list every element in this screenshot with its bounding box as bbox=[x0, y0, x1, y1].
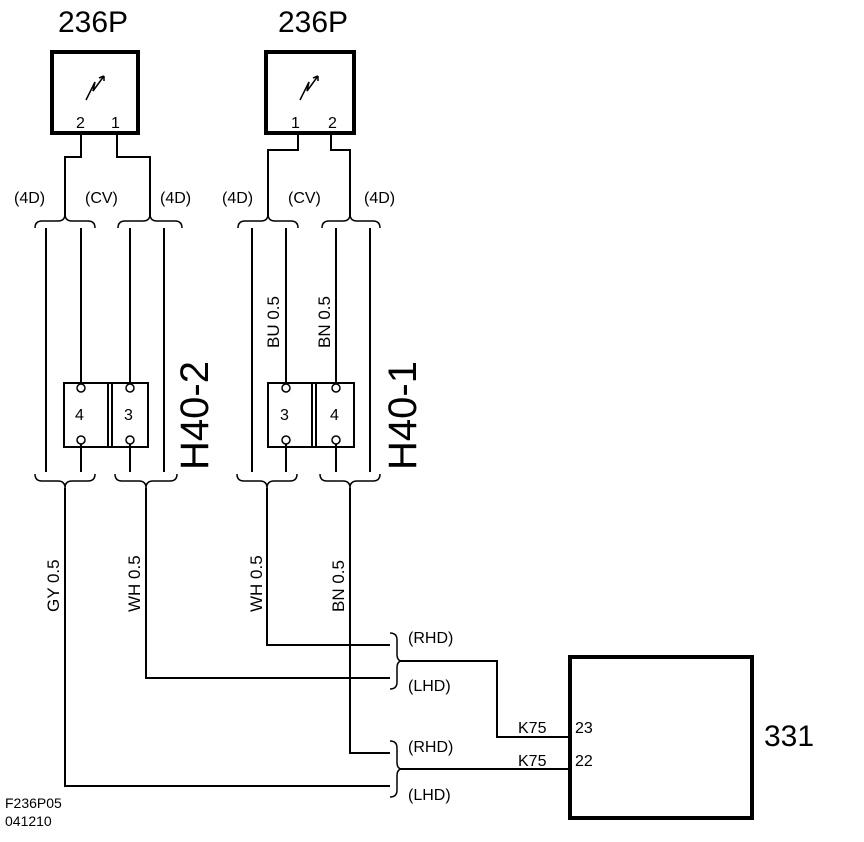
figure-code: F236P05 bbox=[5, 795, 62, 811]
connector-h40-1-pin-a: 3 bbox=[280, 407, 289, 424]
connector-h40-1 bbox=[267, 382, 355, 448]
connector-h40-2 bbox=[63, 382, 149, 448]
option-rhd-label: (RHD) bbox=[408, 739, 453, 756]
unit-pin-label: 22 bbox=[575, 753, 593, 770]
sensor-left-pin-b: 1 bbox=[111, 115, 120, 132]
lightning-icon bbox=[85, 75, 105, 101]
sensor-right-pin-a: 1 bbox=[291, 115, 300, 132]
unit-pin-label: 23 bbox=[575, 720, 593, 737]
wire-label-bu: BU 0.5 bbox=[264, 296, 283, 348]
variant-4d-label: (4D) bbox=[222, 190, 253, 207]
circuit-label: K75 bbox=[518, 720, 547, 737]
wire-label-bn-upper: BN 0.5 bbox=[315, 296, 334, 348]
wire-label-wh-right: WH 0.5 bbox=[247, 555, 266, 612]
sensor-left-box bbox=[50, 50, 140, 135]
harness-wires bbox=[45, 228, 371, 472]
variant-4d-label: (4D) bbox=[364, 190, 395, 207]
control-unit-label: 331 bbox=[764, 720, 814, 753]
sensor-left-label: 236P bbox=[58, 6, 128, 39]
wire-label-bn-lower: BN 0.5 bbox=[329, 560, 348, 612]
upper-braces bbox=[34, 213, 381, 229]
connector-h40-2-label: H40-2 bbox=[173, 361, 217, 470]
connector-h40-2-pin-a: 4 bbox=[75, 407, 84, 424]
wire-label-wh-left: WH 0.5 bbox=[125, 555, 144, 612]
connector-h40-2-pin-b: 3 bbox=[124, 407, 133, 424]
wire-label-gy: GY 0.5 bbox=[44, 559, 63, 612]
option-rhd-label: (RHD) bbox=[408, 630, 453, 647]
control-unit-box bbox=[568, 655, 754, 820]
option-brackets bbox=[389, 632, 403, 798]
variant-4d-label: (4D) bbox=[14, 190, 45, 207]
variant-cv-label: (CV) bbox=[85, 190, 118, 207]
connector-h40-1-pin-b: 4 bbox=[330, 407, 339, 424]
variant-cv-label: (CV) bbox=[288, 190, 321, 207]
figure-date: 041210 bbox=[5, 813, 52, 829]
sensor-right-pin-b: 2 bbox=[328, 115, 337, 132]
sensor-leads bbox=[64, 133, 351, 216]
variant-4d-label: (4D) bbox=[160, 190, 191, 207]
connector-h40-1-label: H40-1 bbox=[381, 361, 425, 470]
lower-braces bbox=[34, 473, 381, 489]
sensor-left-pin-a: 2 bbox=[76, 115, 85, 132]
option-lhd-label: (LHD) bbox=[408, 787, 451, 804]
sensor-right-box bbox=[264, 50, 356, 135]
sensor-right-label: 236P bbox=[278, 6, 348, 39]
option-lhd-label: (LHD) bbox=[408, 678, 451, 695]
lightning-icon bbox=[299, 75, 319, 101]
circuit-label: K75 bbox=[518, 753, 547, 770]
lower-routing bbox=[64, 488, 570, 787]
